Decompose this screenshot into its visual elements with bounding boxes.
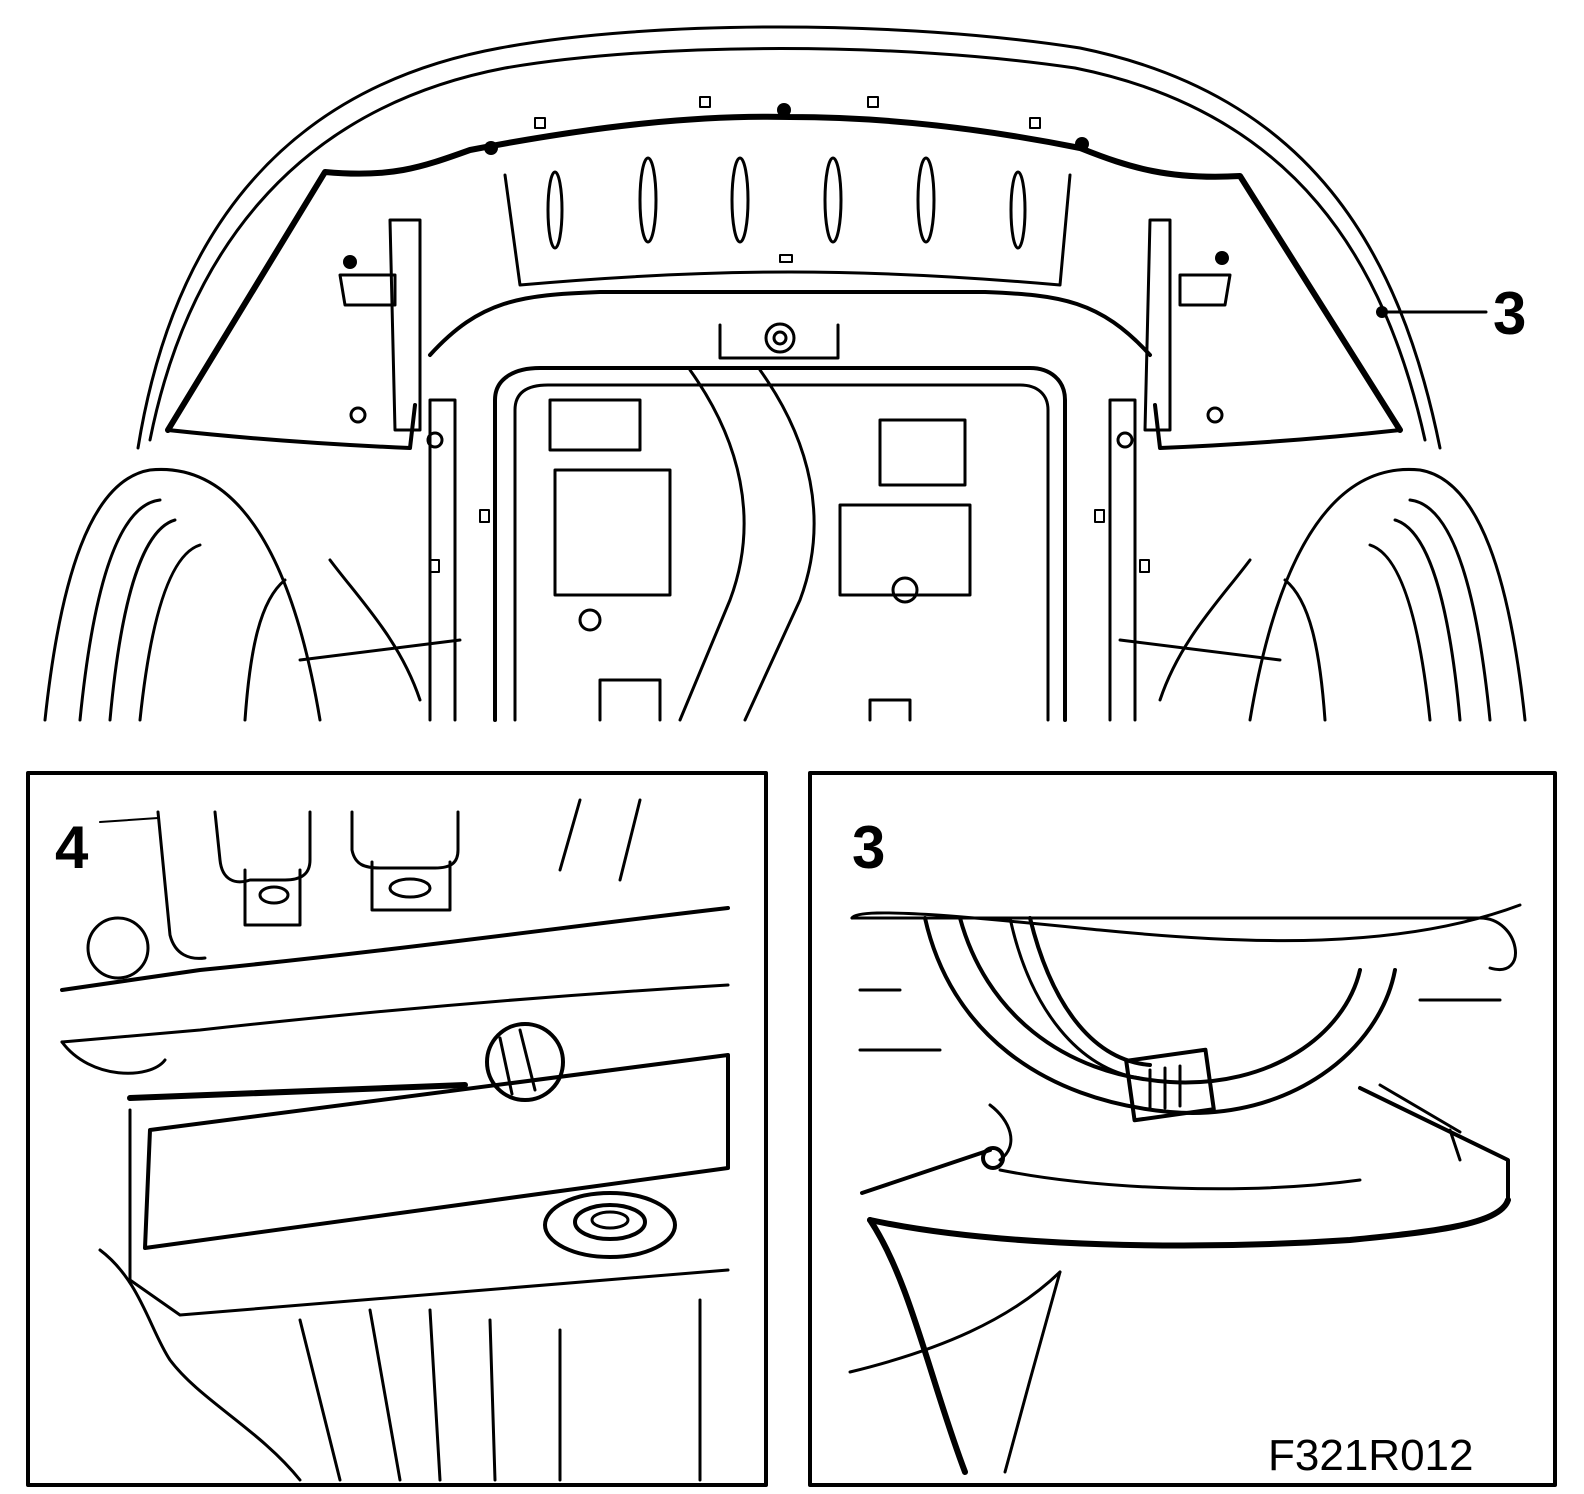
fastener-dots [343,103,1229,269]
callout-3-inset: 3 [852,814,885,881]
callout-4-inset: 4 [55,814,89,881]
left-bracket [338,218,422,432]
right-wheel [1248,467,1527,722]
rail-upper [60,906,730,992]
subframe-inner [513,383,1050,722]
underbody-panel [503,173,1072,287]
bumper-cover-edge [165,113,1403,433]
battery-lid [143,1053,730,1250]
inset-left-frame [26,771,768,1487]
chassis-details [298,322,1282,722]
battery-top [127,1082,468,1101]
inset-left [26,771,768,1487]
figure-id: F321R012 [1268,1431,1473,1480]
right-side-member [1108,398,1137,722]
exhaust-pipe [678,368,816,722]
clip-tabs [534,96,1041,263]
callout-3-main: 3 [1493,280,1526,347]
wiring-harness-inner [958,916,1362,1085]
underbody-panel-edge [428,290,1152,357]
left-wheel [43,467,322,722]
panel-ribs [546,156,1027,250]
bumper-lower-edge [166,403,417,450]
bumper-lower-edge-right [1153,403,1402,450]
right-bracket [1143,218,1232,432]
leader-line-4 [99,817,159,823]
inset-right [808,771,1557,1487]
bumper-outer-contour [136,25,1442,450]
connector [1124,1047,1216,1123]
bumper-edge-thick [867,1197,1511,1249]
subframe [493,366,1067,722]
bumper-outer-contour-inner [148,47,1427,442]
inset-right-frame [808,771,1557,1487]
leader-dot-3 [1376,306,1388,318]
wiring-harness-outer [923,916,1397,1115]
main-view [43,25,1527,722]
